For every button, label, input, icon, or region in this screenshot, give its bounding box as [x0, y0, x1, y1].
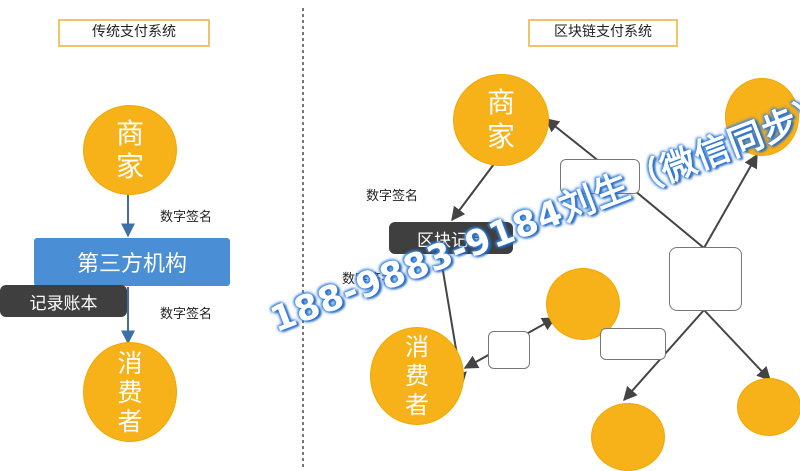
consumer-node-right: 消 费 者: [370, 327, 464, 425]
consumer-char: 消: [117, 348, 143, 378]
third-party-institution: 第三方机构: [34, 238, 230, 286]
transaction-box-upper: [560, 159, 640, 194]
merchant-char: 家: [115, 150, 144, 183]
transaction-box-hub: [669, 247, 742, 311]
arrow-box-to-merchant: [544, 118, 601, 163]
digital-signature-label-left-top: 数字签名: [160, 210, 213, 225]
consumer-char: 费: [117, 377, 143, 407]
block-record-label: 区块记录: [389, 222, 513, 254]
merchant-char: 商: [486, 86, 515, 119]
transaction-box-right: [600, 328, 666, 360]
node-bottom-right: [737, 378, 800, 436]
consumer-char: 者: [117, 406, 143, 436]
digital-signature-label-right-bottom: 数字签名: [342, 272, 395, 287]
blockchain-payment-title: 区块链支付系统: [528, 19, 678, 47]
consumer-char: 消: [405, 332, 429, 361]
traditional-payment-title: 传统支付系统: [58, 19, 210, 47]
transaction-box-small: [488, 331, 530, 369]
arrow-hub-to-bottom-right: [703, 309, 771, 382]
merchant-node-left: 商 家: [83, 105, 177, 195]
node-top-right: [725, 78, 799, 156]
digital-signature-label-right-top: 数字签名: [366, 189, 419, 204]
consumer-char: 者: [405, 390, 429, 419]
consumer-node-left: 消 费 者: [83, 342, 177, 442]
arrow-merchant-to-block: [451, 159, 498, 222]
merchant-char: 商: [115, 117, 144, 150]
consumer-char: 费: [405, 361, 429, 390]
digital-signature-label-left-bottom: 数字签名: [160, 307, 213, 322]
merchant-node-right: 商 家: [453, 74, 549, 166]
node-bottom-center: [591, 403, 665, 471]
merchant-char: 家: [486, 120, 515, 153]
arrow-hub-to-top-right: [703, 153, 758, 249]
ledger-record-label: 记录账本: [0, 285, 127, 317]
